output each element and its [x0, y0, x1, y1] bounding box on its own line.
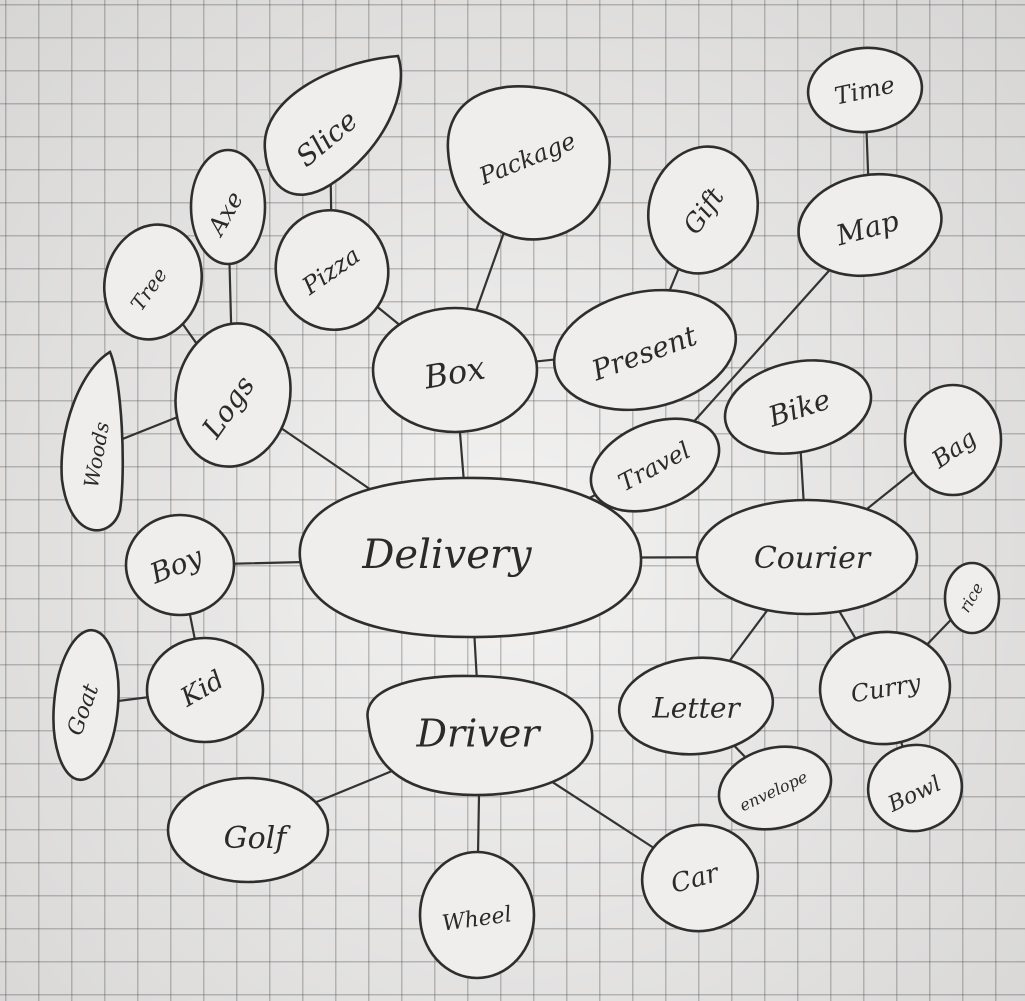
node-label-delivery: Delivery	[361, 532, 533, 578]
node-golf: Golf	[166, 776, 330, 884]
bubble-fill	[697, 500, 917, 614]
node-goat: Goat	[52, 628, 120, 782]
node-tree: Tree	[102, 223, 204, 341]
node-label-letter: Letter	[651, 692, 741, 725]
node-bowl: Bowl	[866, 743, 964, 833]
node-map: Map	[797, 172, 943, 278]
bubble-fill	[53, 630, 119, 780]
bubble-fill	[191, 150, 265, 264]
bubble-fill	[299, 477, 642, 638]
node-time: Time	[806, 46, 924, 134]
node-slice: Slice	[263, 54, 403, 196]
node-delivery: Delivery	[298, 476, 643, 639]
node-envelope: envelope	[717, 745, 833, 831]
bubble-fill	[808, 47, 922, 133]
node-letter: Letter	[617, 656, 775, 756]
bubble-fill	[447, 86, 610, 240]
node-present: Present	[552, 288, 738, 412]
node-gift: Gift	[646, 145, 760, 275]
node-wheel: Wheel	[418, 850, 536, 980]
node-car: Car	[640, 823, 760, 933]
node-box: Box	[371, 306, 539, 434]
node-driver: Driver	[366, 674, 594, 797]
bubble-fill	[642, 824, 758, 932]
bubble-fill	[275, 210, 389, 330]
node-boy: Boy	[124, 513, 236, 617]
node-bag: Bag	[903, 383, 1003, 497]
bubble-fill	[168, 778, 328, 882]
bubble-fill	[147, 638, 263, 742]
bubble-fill	[648, 146, 758, 274]
node-axe: Axe	[189, 148, 267, 266]
node-courier: Courier	[695, 498, 919, 616]
node-travel: Travel	[589, 417, 721, 513]
bubble-fill	[718, 746, 832, 830]
node-logs: Logs	[174, 322, 292, 468]
node-bike: Bike	[723, 359, 873, 455]
bubble-fill	[945, 563, 999, 633]
bubble-fill	[420, 852, 534, 978]
node-woods: Woods	[60, 350, 125, 532]
node-pizza: Pizza	[274, 208, 390, 332]
bubble-fill	[590, 418, 720, 512]
node-package: Package	[446, 85, 611, 241]
bubble-fill	[373, 308, 537, 432]
node-curry: Curry	[818, 630, 952, 746]
bubble-fill	[619, 657, 773, 755]
bubble-fill	[798, 174, 942, 276]
node-kid: Kid	[145, 636, 265, 744]
bubble-fill	[554, 290, 736, 410]
bubble-fill	[905, 385, 1001, 495]
node-label-courier: Courier	[754, 541, 872, 576]
bubble-fill	[126, 515, 234, 615]
bubble-fill	[725, 360, 871, 454]
bubble-fill	[868, 744, 962, 832]
node-label-golf: Golf	[224, 821, 292, 856]
bubble-fill	[175, 323, 291, 467]
bubble-fill	[104, 224, 202, 340]
bubble-fill	[820, 631, 950, 745]
node-label-driver: Driver	[416, 712, 543, 756]
bubbles: Delivery Box Pizza Slice Package Present…	[52, 46, 1003, 980]
bubble-fill	[367, 675, 593, 795]
node-rice: rice	[943, 561, 1001, 635]
